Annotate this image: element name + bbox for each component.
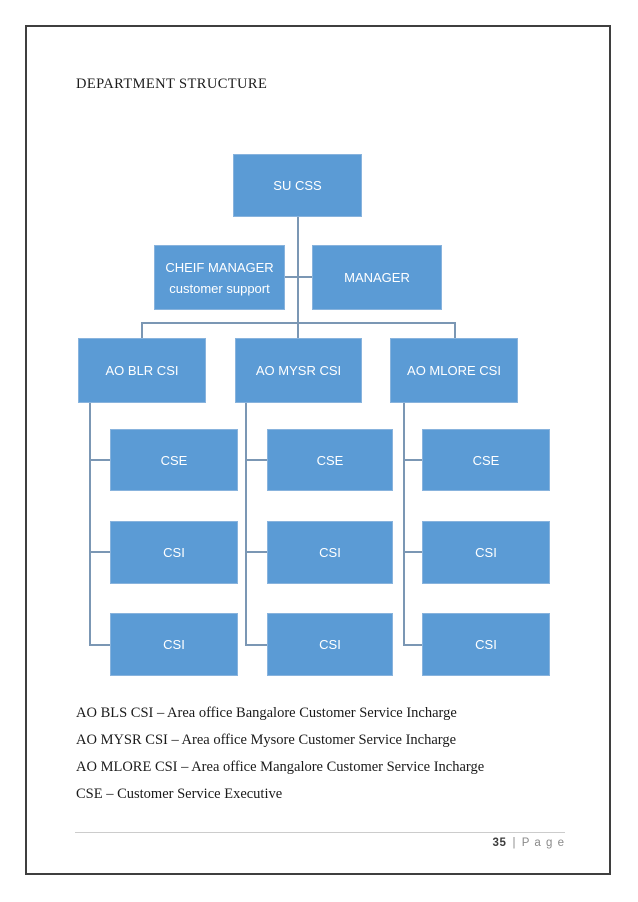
footer-page-label: P a g e	[521, 837, 565, 849]
org-node-su-css: SU CSS	[233, 154, 362, 217]
org-node-label: CSI	[475, 637, 497, 652]
org-node-col2-csi-1: CSI	[267, 521, 393, 584]
org-node-col1-cse: CSE	[110, 429, 238, 491]
footer-separator: |	[512, 837, 516, 849]
connector-drop-left	[141, 322, 143, 338]
org-node-label: MANAGER	[344, 270, 410, 285]
connector-col2-vertical	[245, 403, 247, 645]
org-node-label: CSI	[163, 637, 185, 652]
org-node-label: AO BLR CSI	[105, 363, 179, 378]
connector-col1-stub-cse	[89, 459, 110, 461]
org-node-label-line2: customer support	[169, 280, 270, 296]
footer-rule	[75, 832, 565, 833]
org-node-label: CSI	[475, 545, 497, 560]
footer-page-number-value: 35	[492, 837, 507, 849]
org-node-col2-cse: CSE	[267, 429, 393, 491]
org-node-chief-manager: CHEIF MANAGER customer support	[154, 245, 285, 310]
connector-drop-right	[454, 322, 456, 338]
org-node-col3-cse: CSE	[422, 429, 550, 491]
footer-page-number: 35 | P a g e	[75, 837, 565, 849]
page-title: DEPARTMENT STRUCTURE	[76, 76, 268, 92]
connector-col1-stub-csi1	[89, 551, 110, 553]
connector-col3-stub-csi1	[403, 551, 422, 553]
org-node-label: CSE	[472, 452, 500, 468]
legend-line-ao-bls: AO BLS CSI – Area office Bangalore Custo…	[76, 705, 457, 721]
org-node-label: CSE	[316, 452, 344, 468]
connector-col2-stub-cse	[245, 459, 267, 461]
org-node-col1-csi-2: CSI	[110, 613, 238, 676]
org-node-col2-csi-2: CSI	[267, 613, 393, 676]
org-node-label: AO MYSR CSI	[255, 363, 342, 378]
connector-col2-stub-csi1	[245, 551, 267, 553]
org-node-label: CSI	[319, 637, 341, 652]
org-node-label: CSE	[160, 452, 188, 468]
org-node-col3-csi-2: CSI	[422, 613, 550, 676]
org-node-label: SU CSS	[273, 178, 322, 193]
connector-manager-stub	[285, 276, 312, 278]
connector-col2-stub-csi2	[245, 644, 267, 646]
org-node-label: CSI	[163, 545, 185, 560]
connector-col3-stub-cse	[403, 459, 422, 461]
org-node-col1-csi-1: CSI	[110, 521, 238, 584]
connector-root-vertical	[297, 217, 299, 338]
org-node-label: CSI	[319, 545, 341, 560]
connector-branch-horizontal	[141, 322, 455, 324]
org-node-ao-blr-csi: AO BLR CSI	[78, 338, 206, 403]
legend-line-cse: CSE – Customer Service Executive	[76, 786, 283, 802]
connector-col3-stub-csi2	[403, 644, 422, 646]
connector-col1-vertical	[89, 403, 91, 645]
org-node-col3-csi-1: CSI	[422, 521, 550, 584]
org-node-ao-mlore-csi: AO MLORE CSI	[390, 338, 518, 403]
org-node-manager: MANAGER	[312, 245, 442, 310]
org-node-ao-mysr-csi: AO MYSR CSI	[235, 338, 362, 403]
org-node-label: AO MLORE CSI	[407, 363, 501, 378]
connector-col3-vertical	[403, 403, 405, 645]
connector-col1-stub-csi2	[89, 644, 110, 646]
org-node-label-line1: CHEIF MANAGER	[165, 259, 274, 275]
legend-line-ao-mlore: AO MLORE CSI – Area office Mangalore Cus…	[76, 759, 485, 775]
legend-line-ao-mysr: AO MYSR CSI – Area office Mysore Custome…	[76, 732, 457, 748]
